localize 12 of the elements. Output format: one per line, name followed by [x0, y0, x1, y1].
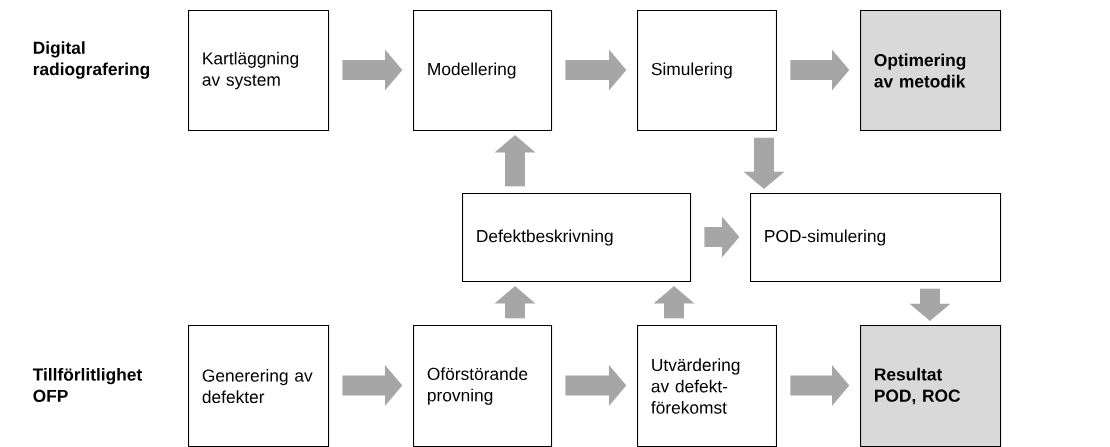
process-box: Generering av defekter: [188, 325, 330, 447]
process-box: Utvärdering av defekt- förekomst: [637, 325, 777, 447]
process-box: Modellering: [413, 10, 553, 132]
result-box: Optimering av metodik: [860, 10, 1002, 132]
row-label: Digital radiografering: [33, 41, 150, 79]
process-box: POD-simulering: [750, 193, 1002, 283]
process-box: Simulering: [637, 10, 777, 132]
process-box: Defektbeskrivning: [462, 193, 692, 283]
row-label: Tillförlitlighet OFP: [32, 367, 142, 403]
result-box: Resultat POD, ROC: [860, 325, 1002, 447]
process-box: Oförstörande provning: [413, 325, 553, 447]
process-box: Kartläggning av system: [188, 10, 330, 132]
